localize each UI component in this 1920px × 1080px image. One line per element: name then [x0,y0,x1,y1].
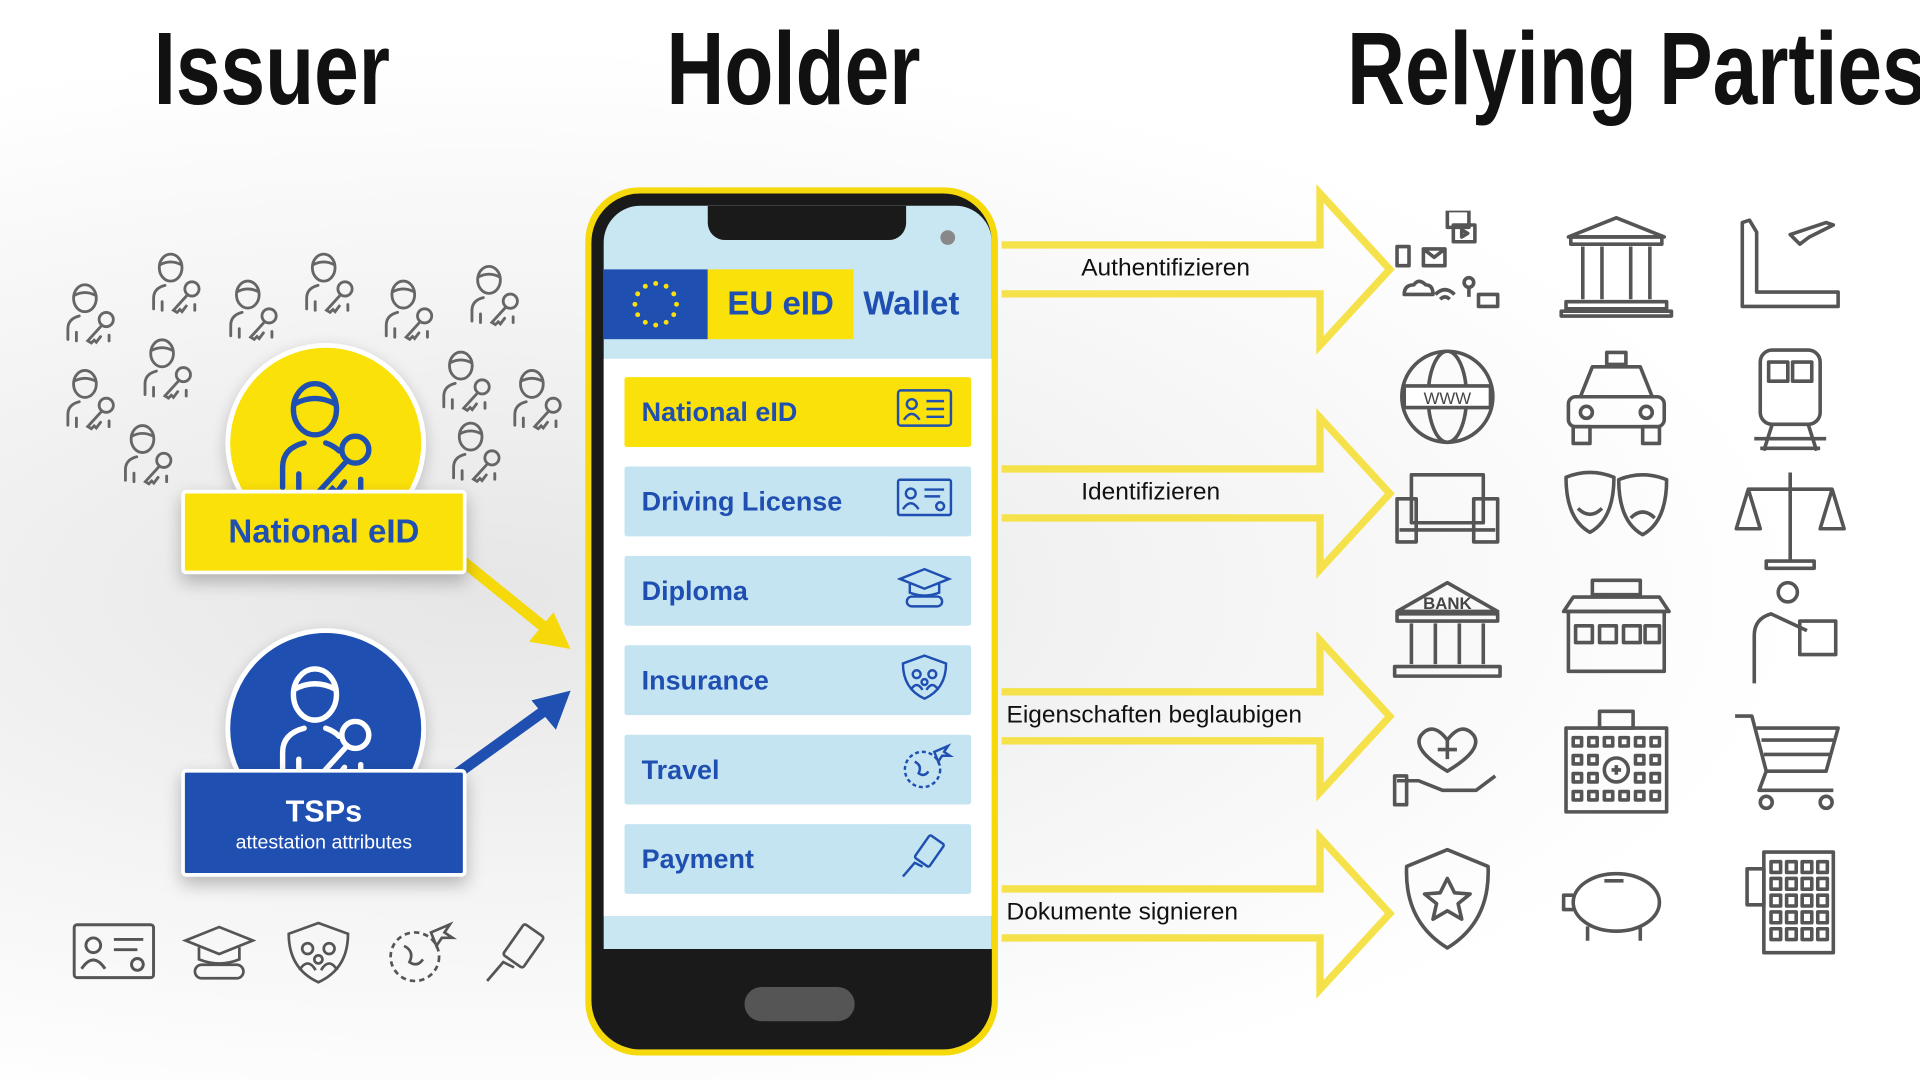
person-key-icon [218,272,289,343]
action-arrow-icon [1001,408,1395,579]
person-key-icon [431,343,502,414]
action-label-attest-attributes: Eigenschaften beglaubigen [1006,701,1303,729]
person-key-icon [55,361,126,432]
person-key-icon [502,361,573,432]
devices-icon [1386,463,1508,573]
police-badge-icon [1386,845,1508,955]
credential-item-national-eid[interactable]: National eID [624,377,972,447]
person-key-icon [113,416,184,487]
tsps-label: TSPs [285,794,363,829]
national-eid-label: National eID [228,513,420,550]
action-arrow-icon [1001,828,1395,999]
shield-family-icon [287,921,350,984]
hospital-icon [1555,704,1677,814]
home-button[interactable] [744,986,855,1022]
action-arrow-icon [1001,184,1395,355]
person-key-icon [132,331,203,402]
shop-icon [1555,576,1677,686]
piggy-bank-icon [1555,845,1677,955]
card-hand-icon [895,828,954,889]
taxi-icon [1555,343,1677,453]
graduation-cap-icon [895,560,954,621]
www-globe-icon: WWW [1386,343,1508,453]
phone-notch [707,205,907,241]
action-arrow-icon [1001,630,1395,802]
justice-scales-icon [1729,463,1851,573]
national-eid-label-box: National eID [181,489,467,575]
person-key-icon [141,245,212,316]
issuer-heading: Issuer [153,11,391,127]
person-parcel-icon [1729,576,1851,686]
credential-type-icons [67,916,557,994]
credential-label: Driving License [641,485,843,517]
credential-list [603,358,992,916]
credential-label: Travel [641,753,720,785]
holder-heading: Holder [666,11,921,127]
credential-item-driving-license[interactable]: Driving License [624,466,972,537]
action-label-authenticate: Authentifizieren [1081,254,1251,282]
person-key-icon [373,272,444,343]
credential-item-diploma[interactable]: Diploma [624,555,972,626]
credential-label: Payment [641,843,754,874]
healthcare-hand-heart-icon [1386,704,1508,814]
credential-item-payment[interactable]: Payment [624,824,972,894]
phone-screen: EU eID Wallet National eID Driving Licens… [603,205,992,949]
relying-parties-heading: Relying Parties [1347,11,1920,127]
tsps-sublabel: attestation attributes [235,832,413,854]
wallet-title-eu: EU eID [707,269,854,340]
shopping-cart-icon [1729,704,1851,814]
yellow-arrow-icon [449,549,571,649]
credential-label: Diploma [641,574,748,606]
card-hand-icon [486,923,545,982]
eu-flag-icon [603,269,708,340]
graduation-cap-icon [181,925,257,980]
svg-text:WWW: WWW [1424,389,1472,408]
train-icon [1729,343,1851,453]
government-building-icon [1555,211,1677,321]
tsps-label-box: TSPs attestation attributes [181,768,467,877]
person-key-icon [294,245,365,316]
svg-text:BANK: BANK [1423,594,1471,613]
shield-family-icon [895,650,954,711]
id-card-icon [72,923,156,980]
online-services-icon [1386,208,1508,321]
person-key-icon [441,414,512,485]
bank-icon: BANK [1386,576,1508,686]
person-key-icon [459,257,530,328]
wallet-phone: EU eID Wallet National eID Driving Licens… [585,187,998,1056]
hotel-icon [1729,845,1851,955]
phone-frame: EU eID Wallet National eID Driving Licens… [591,193,992,1050]
airport-icon [1729,211,1851,321]
action-label-identify: Identifizieren [1081,478,1221,506]
globe-plane-icon [895,739,955,800]
credential-label: National eID [641,396,798,427]
driver-card-icon [895,471,954,532]
person-key-icon [55,276,126,347]
wallet-title-wallet: Wallet [863,285,960,323]
credential-item-travel[interactable]: Travel [624,734,972,805]
id-card-icon [895,381,954,442]
theater-masks-icon [1555,463,1677,573]
credential-label: Insurance [641,664,769,695]
globe-plane-icon [389,921,458,983]
camera-icon [940,230,956,245]
action-label-sign-documents: Dokumente signieren [1006,898,1238,926]
credential-item-insurance[interactable]: Insurance [624,645,972,716]
